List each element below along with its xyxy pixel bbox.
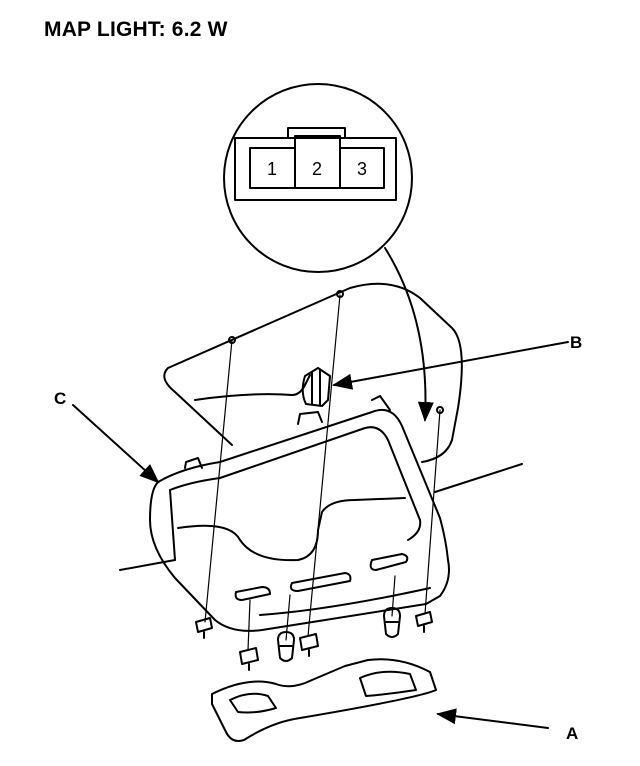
pin-label-1: 1 <box>267 159 277 179</box>
leader-a <box>436 708 549 729</box>
screw-left <box>195 617 213 639</box>
connector-b <box>301 367 331 407</box>
leader-c <box>72 404 160 484</box>
screw-center <box>299 633 319 657</box>
lens-a <box>211 658 437 742</box>
housing-c <box>149 408 450 632</box>
screw-right <box>415 611 433 633</box>
callout-b: B <box>570 333 582 352</box>
wire-harness <box>194 374 311 401</box>
lens-opening-right <box>369 553 409 571</box>
callout-c: C <box>54 389 66 408</box>
lens-opening-left <box>234 586 271 601</box>
screw-lower <box>239 647 259 671</box>
callout-a: A <box>566 724 578 743</box>
magnifier-arrow <box>384 247 434 422</box>
bulb-right <box>383 607 401 638</box>
roof-opening <box>163 282 463 463</box>
leader-b <box>332 341 569 390</box>
page-title: MAP LIGHT: 6.2 W <box>44 18 228 41</box>
headliner-line-left <box>119 559 176 571</box>
connector-detail <box>234 127 397 201</box>
headliner-line-right <box>434 463 523 493</box>
bulb-left <box>277 631 295 662</box>
pin-label-2: 2 <box>312 159 322 179</box>
lens-opening-center <box>289 572 352 592</box>
connector-magnifier <box>223 83 413 273</box>
pin-label-3: 3 <box>357 159 367 179</box>
